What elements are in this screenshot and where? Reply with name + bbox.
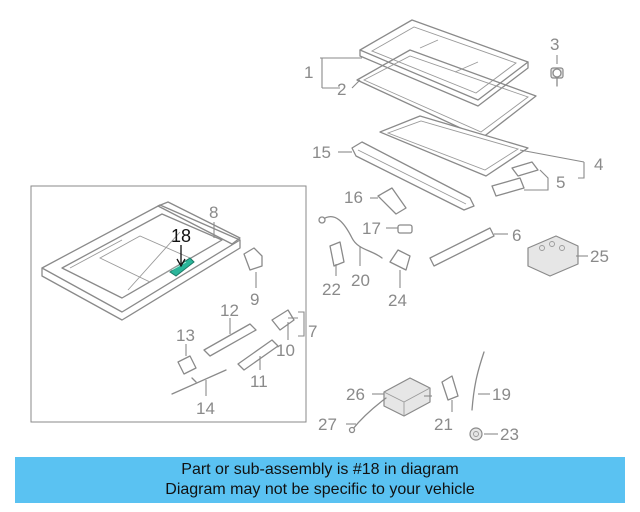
grommet <box>469 427 483 441</box>
callout-1: 1 <box>304 63 313 82</box>
drain-clip <box>377 187 407 215</box>
guide-rail <box>157 201 241 245</box>
frame-bracket <box>243 247 263 271</box>
leader-lines <box>185 55 588 435</box>
wind-deflector <box>429 227 495 267</box>
callout-20: 20 <box>351 271 370 290</box>
callout-11: 11 <box>250 372 268 391</box>
sunroof-switch <box>389 249 411 271</box>
callout-27: 27 <box>318 415 337 434</box>
highlighted-part-18 <box>169 257 195 277</box>
side-bracket-lower <box>491 177 525 197</box>
callout-19: 19 <box>492 385 511 404</box>
callout-17: 17 <box>362 219 381 238</box>
banner-line-1: Part or sub-assembly is #18 in diagram <box>181 461 459 478</box>
callout-16: 16 <box>344 188 363 207</box>
sunroof-glass-panel <box>359 19 529 107</box>
slide-guide <box>237 339 279 371</box>
callout-15: 15 <box>312 143 331 162</box>
sunshade-panel <box>379 115 529 177</box>
callout-10: 10 <box>276 341 295 360</box>
glass-weatherstrip-inner <box>362 55 529 133</box>
frame-clip <box>271 309 295 331</box>
callout-23: 23 <box>500 425 519 444</box>
callout-13: 13 <box>176 326 195 345</box>
sub-assembly-box <box>30 185 307 423</box>
callout-14: 14 <box>196 399 215 418</box>
callout-26: 26 <box>346 385 365 404</box>
parts-diagram: 1 2 3 4 5 6 7 8 9 10 11 12 13 14 15 16 1… <box>30 19 609 444</box>
hose-clip-21 <box>441 375 459 401</box>
wire-harness <box>351 397 387 431</box>
callout-3: 3 <box>550 35 559 54</box>
callout-9: 9 <box>250 290 259 309</box>
front-seal-strip <box>351 141 475 211</box>
drain-hose-rear <box>471 351 485 411</box>
callout-21: 21 <box>434 415 453 434</box>
callout-labels: 1 2 3 4 5 6 7 8 9 10 11 12 13 14 15 16 1… <box>171 35 609 444</box>
callout-25: 25 <box>590 247 609 266</box>
callout-24: 24 <box>388 291 407 310</box>
callout-22: 22 <box>322 280 341 299</box>
callout-4: 4 <box>594 155 603 174</box>
callout-18: 18 <box>171 226 191 246</box>
callout-18-arrowhead <box>176 258 186 268</box>
callout-8: 8 <box>209 203 218 222</box>
sunroof-frame <box>41 204 241 321</box>
bolt-icon <box>550 67 564 87</box>
cable-guide <box>203 323 257 357</box>
drive-cable <box>171 369 227 395</box>
info-banner: Part or sub-assembly is #18 in diagram D… <box>15 457 625 503</box>
sunroof-motor <box>527 235 579 277</box>
drain-hose-front <box>321 215 383 259</box>
small-clip <box>397 224 413 234</box>
control-module <box>383 377 431 417</box>
glass-weatherstrip <box>356 49 537 139</box>
callout-5: 5 <box>556 173 565 192</box>
callout-6: 6 <box>512 226 521 245</box>
banner-line-2: Diagram may not be specific to your vehi… <box>165 481 475 498</box>
callout-12: 12 <box>220 301 239 320</box>
side-bracket-upper <box>511 161 539 177</box>
callout-2: 2 <box>337 80 346 99</box>
drive-bracket <box>177 355 197 375</box>
hose-clip-22 <box>329 241 345 267</box>
callout-7: 7 <box>308 322 317 341</box>
